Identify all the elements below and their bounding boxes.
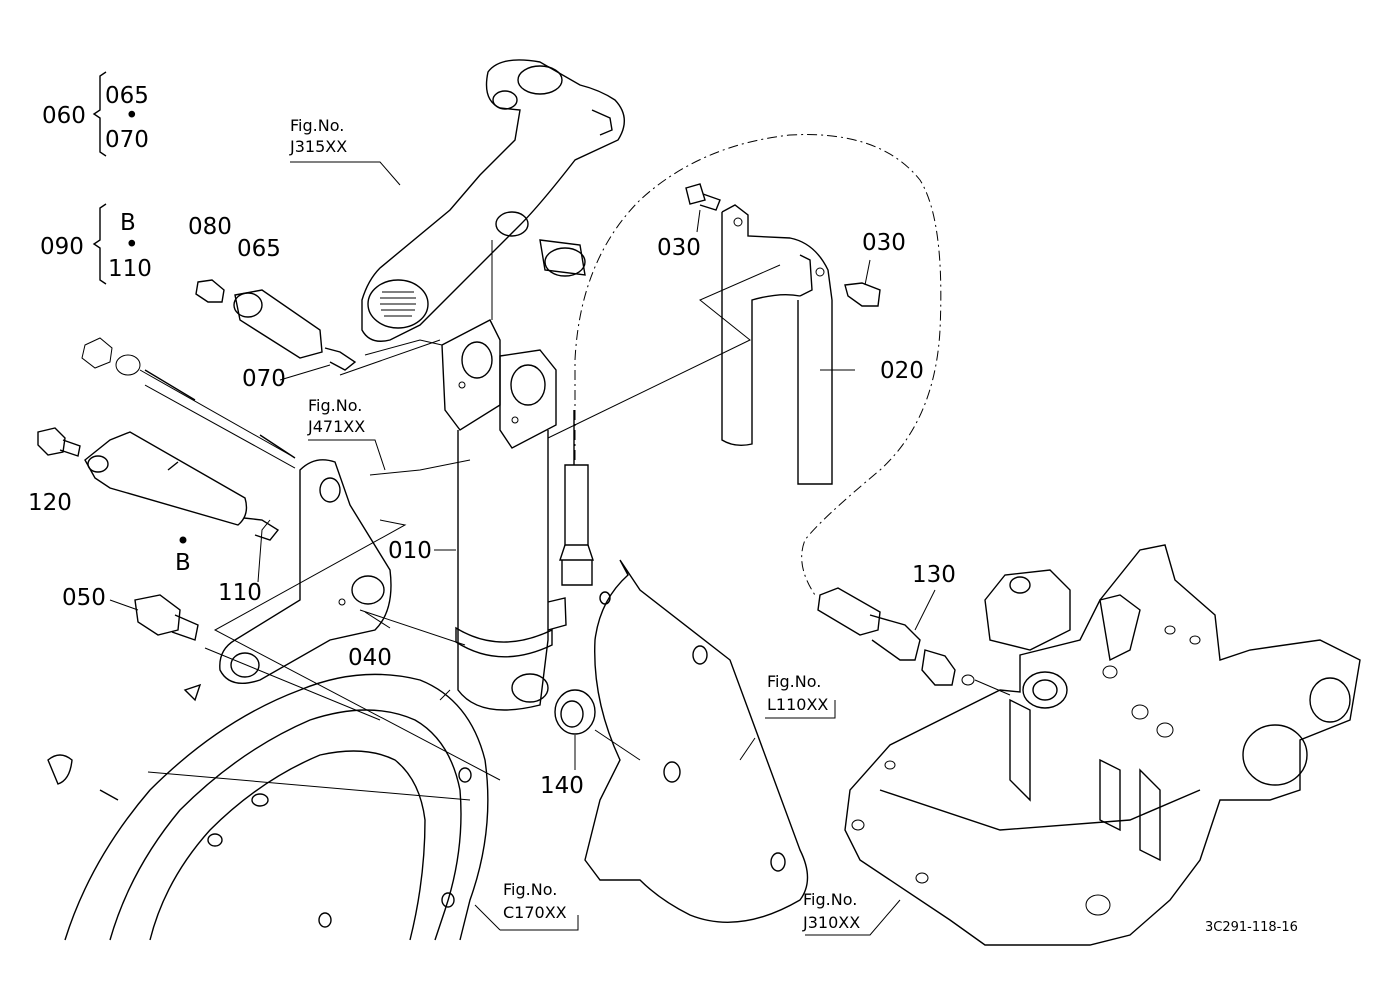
bushing — [539, 239, 586, 277]
figure-reference-j310: Fig.No. J310XX — [802, 890, 860, 932]
part-number-080: 080 — [188, 214, 232, 240]
part-number-120: 120 — [28, 490, 72, 516]
kit-label-b: B — [120, 210, 136, 236]
part-number-065: 065 — [237, 236, 281, 262]
bolt-030-left — [685, 183, 721, 211]
housing-c170 — [47, 673, 489, 941]
part-number-065-kit: 065 — [105, 83, 149, 109]
part-number-labels: 060 065 • 070 090 B • 110 080 065 070 12… — [28, 83, 956, 799]
part-number-060: 060 — [42, 103, 86, 129]
pin-assembly-b — [84, 431, 280, 541]
svg-text:J471XX: J471XX — [307, 417, 365, 436]
bolt-030-right — [844, 282, 881, 307]
part-number-030-left: 030 — [657, 235, 701, 261]
part-number-010: 010 — [388, 538, 432, 564]
figure-reference-j315: Fig.No. J315XX — [289, 116, 347, 156]
kit-dot: • — [125, 232, 139, 258]
svg-text:Fig.No.: Fig.No. — [503, 880, 557, 899]
svg-text:Fig.No.: Fig.No. — [767, 672, 821, 691]
figure-reference-j471: Fig.No. J471XX — [307, 396, 365, 436]
hose-fitting — [559, 410, 594, 586]
svg-text:Fig.No.: Fig.No. — [803, 890, 857, 909]
part-number-140: 140 — [540, 773, 584, 799]
lift-arm — [361, 59, 625, 342]
lift-cylinder-010 — [441, 319, 567, 711]
plate-l110 — [584, 559, 809, 923]
pin-065 — [195, 279, 357, 371]
seal-140 — [554, 689, 596, 735]
svg-text:L110XX: L110XX — [767, 695, 828, 714]
kit-label-b-ref: B — [175, 550, 191, 576]
figure-reference-l110: Fig.No. L110XX — [767, 672, 828, 714]
part-number-070: 070 — [242, 366, 286, 392]
leader-lines — [109, 161, 1011, 936]
part-number-110: 110 — [218, 580, 262, 606]
part-number-050: 050 — [62, 585, 106, 611]
part-number-070-kit: 070 — [105, 127, 149, 153]
svg-text:J310XX: J310XX — [802, 913, 860, 932]
kit-b-marker — [179, 536, 187, 544]
kit-dot: • — [125, 103, 139, 129]
part-120 — [37, 427, 81, 457]
part-number-110-kit: 110 — [108, 256, 152, 282]
part-number-040: 040 — [348, 645, 392, 671]
figure-reference-c170: Fig.No. C170XX — [503, 880, 567, 922]
svg-text:Fig.No.: Fig.No. — [308, 396, 362, 415]
part-number-030-right: 030 — [862, 230, 906, 256]
bracket-040 — [219, 459, 392, 684]
svg-text:Fig.No.: Fig.No. — [290, 116, 344, 135]
valve-130 — [817, 587, 975, 686]
svg-text:J315XX: J315XX — [289, 137, 347, 156]
kit-bracket-060 — [92, 71, 107, 157]
cover-020 — [721, 204, 833, 485]
hitch-housing-j310 — [844, 544, 1361, 946]
part-number-130: 130 — [912, 562, 956, 588]
rod-with-nut — [81, 337, 296, 469]
drawing-code: 3C291-118-16 — [1205, 920, 1298, 935]
part-050 — [134, 594, 199, 641]
part-number-020: 020 — [880, 358, 924, 384]
part-number-090: 090 — [40, 234, 84, 260]
svg-text:C170XX: C170XX — [503, 903, 567, 922]
kit-bracket-090 — [92, 203, 107, 285]
